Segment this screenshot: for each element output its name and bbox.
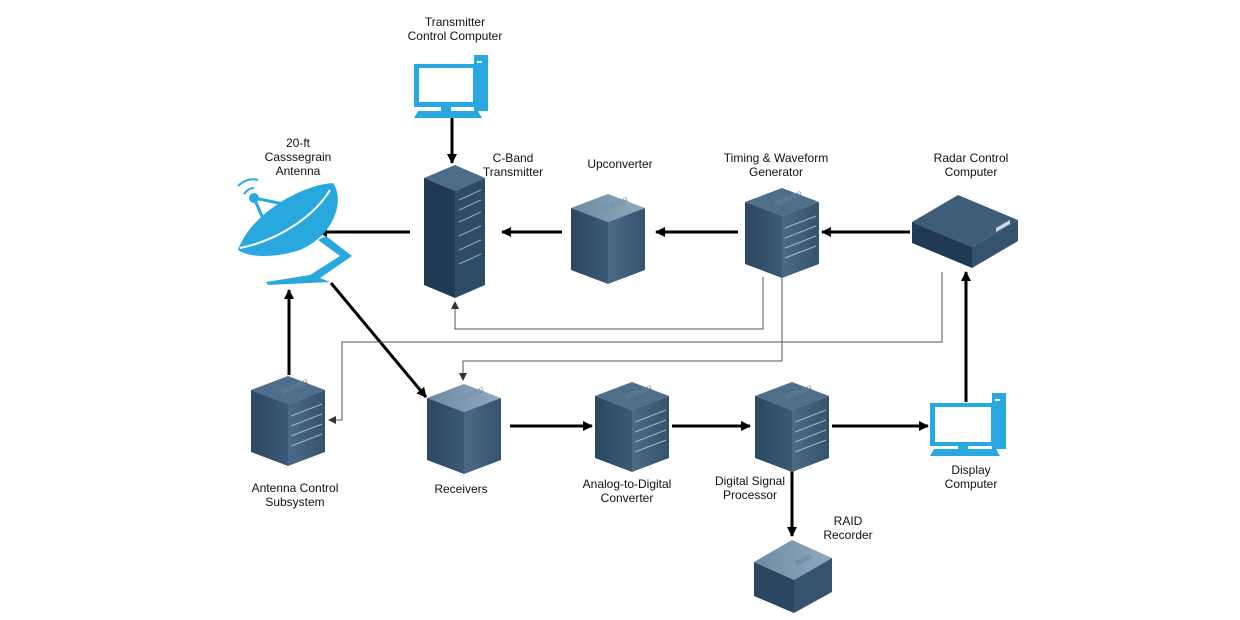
label-dsp: Digital Signal Processor [714,474,786,502]
label-antenna-control-subsystem: Antenna Control Subsystem [251,481,339,509]
radar-control-computer-icon[interactable] [912,195,1018,268]
upconverter-icon[interactable]: SERVER [571,194,645,284]
label-display-computer: Display Computer [944,463,998,491]
antenna-control-subsystem-icon[interactable]: SERVER [251,376,325,466]
label-raid-recorder: RAID Recorder [823,514,873,542]
raid-recorder-icon[interactable]: RAID [754,540,832,613]
label-upconverter: Upconverter [587,157,653,171]
label-adc: Analog-to-Digital Converter [582,477,672,505]
transmitter-control-computer-icon[interactable] [414,55,488,118]
label-receivers: Receivers [434,482,488,496]
label-timing-waveform-generator: Timing & Waveform Generator [723,151,829,179]
c-band-transmitter-icon[interactable] [424,165,485,298]
adc-icon[interactable]: SERVER [595,382,669,472]
label-c-band-transmitter: C-Band Transmitter [482,151,544,179]
display-computer-icon[interactable] [930,393,1006,456]
dsp-icon[interactable]: SERVER [755,382,829,472]
satellite-dish-icon[interactable] [237,178,352,285]
server-icons: SERVER SERVER SERVER SERVER SERVER SERVER [251,188,829,474]
line-radarcomputer-to-antennacontrol [328,272,943,424]
arrow-antenna-to-receivers [329,282,428,398]
receivers-icon[interactable]: SERVER [427,384,501,474]
label-transmitter-control-computer: Transmitter Control Computer [407,15,503,43]
line-timing-to-receivers [459,277,783,381]
thin-connections [328,272,943,424]
thick-connections [284,117,971,537]
label-antenna: 20-ft Casssegrain Antenna [264,136,332,178]
label-radar-control-computer: Radar Control Computer [933,151,1009,179]
timing-waveform-generator-icon[interactable]: SERVER [745,188,819,278]
line-timing-to-transmitter [451,277,764,330]
